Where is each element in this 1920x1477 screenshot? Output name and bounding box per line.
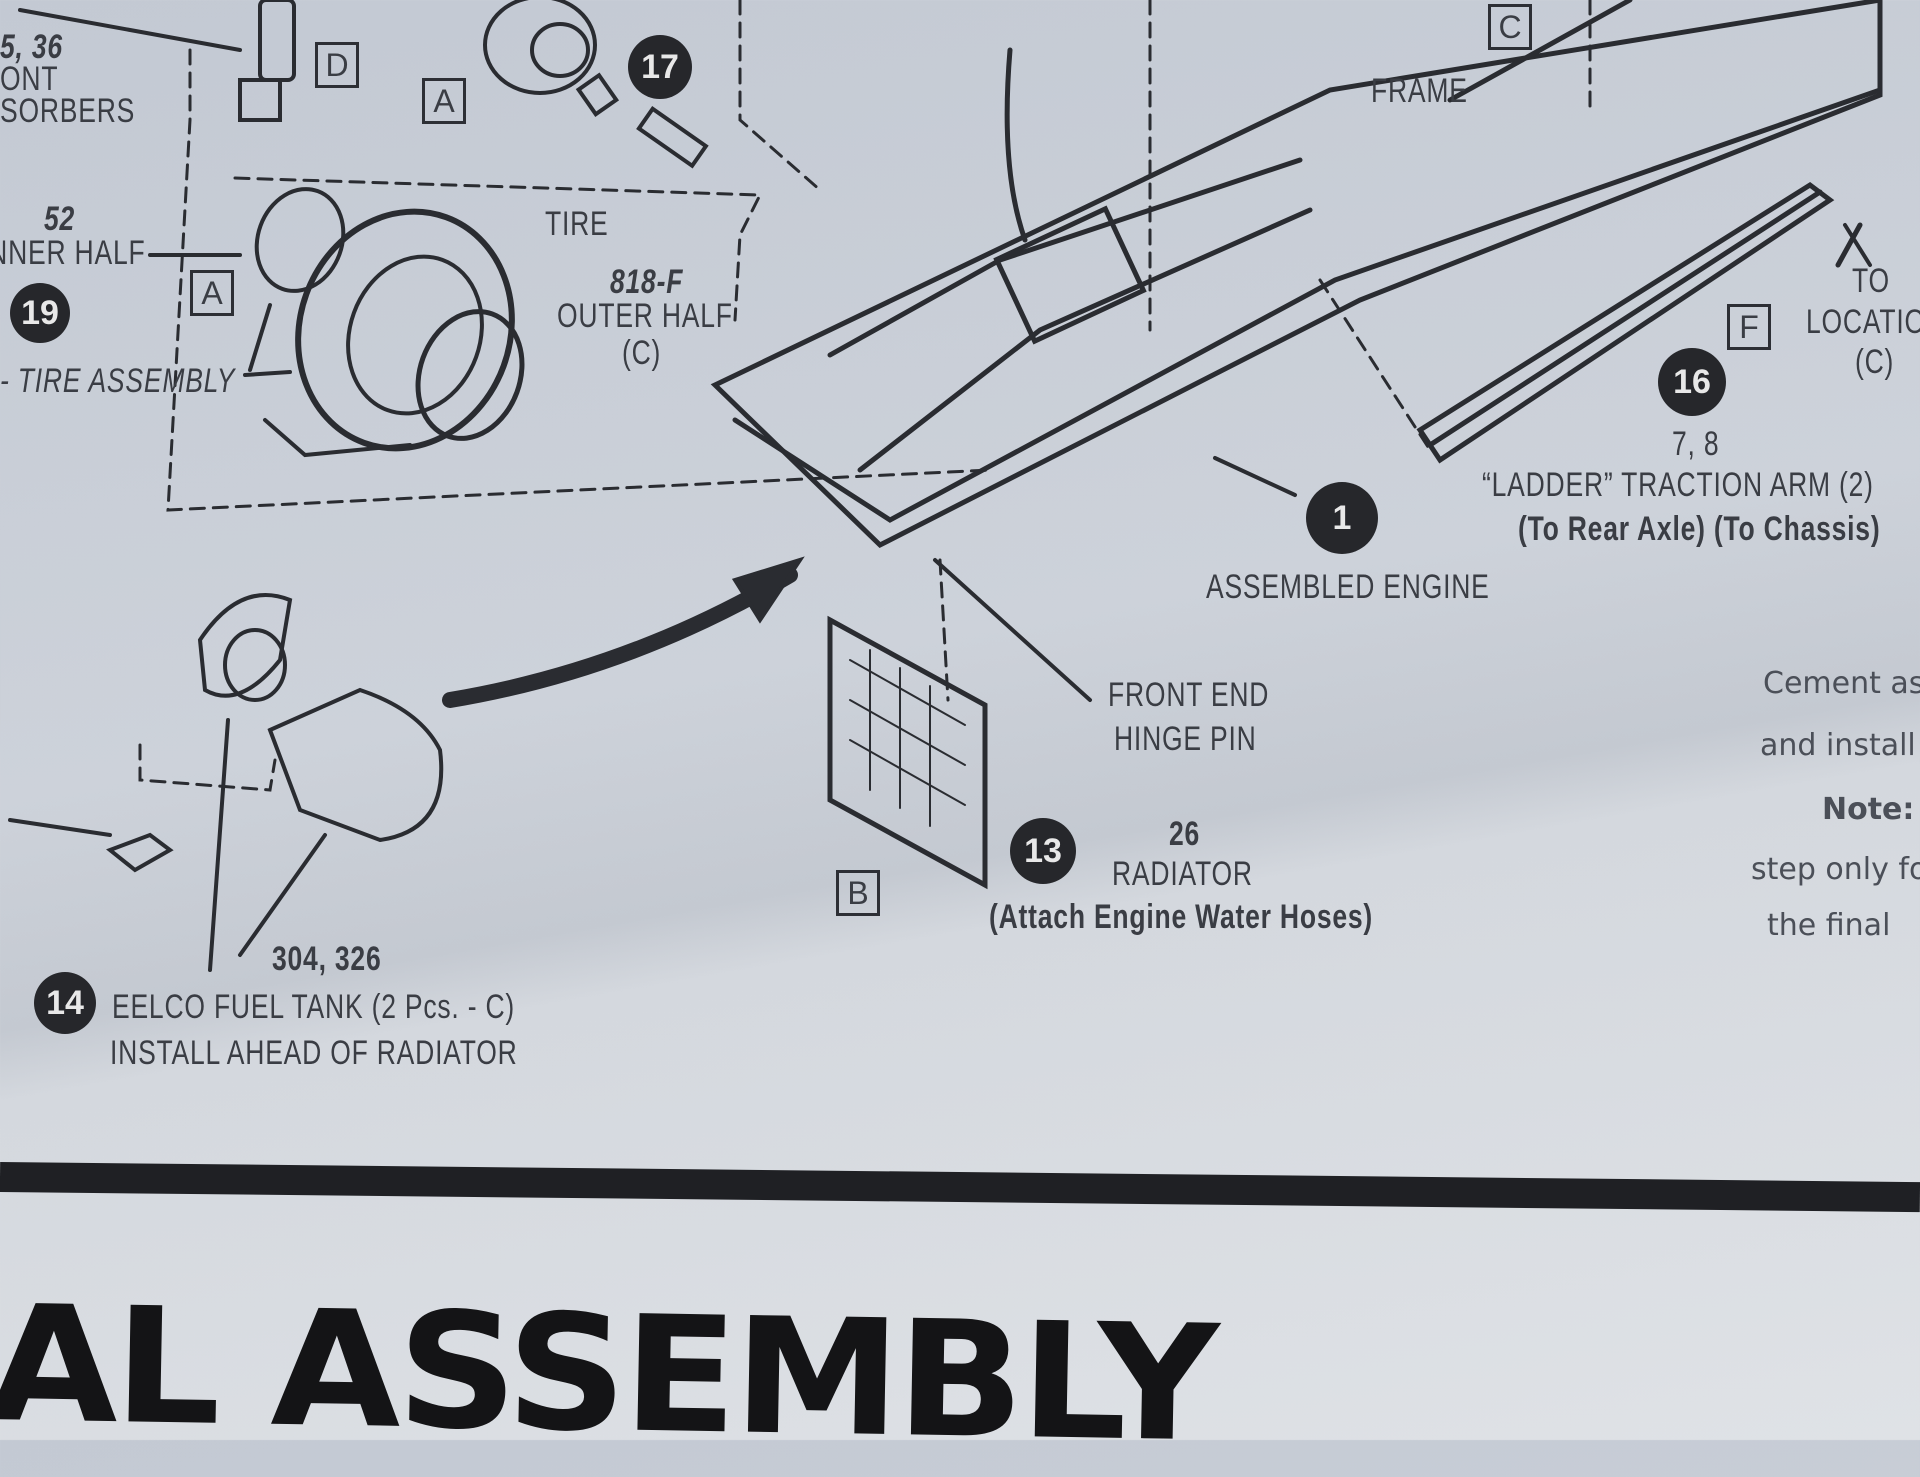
inner-half-part-number: 52 (44, 200, 76, 238)
wheel-hub-part (483, 0, 709, 169)
assembly-diagram (8, 0, 1883, 972)
tree-label-a-2: A (190, 270, 234, 316)
step-19-badge: 19 (10, 283, 70, 343)
radiator-part-number: 26 (1169, 815, 1201, 853)
step-17-badge: 17 (628, 35, 692, 99)
fuel-tank-label: EELCO FUEL TANK (2 Pcs. - C) (112, 988, 516, 1026)
inner-half-label: INNER HALF (0, 234, 146, 272)
location-tree: (C) (1855, 343, 1895, 381)
traction-arm-parts: 7, 8 (1672, 425, 1720, 463)
chassis-frame (710, 0, 1883, 549)
step-1-badge: 1 (1306, 482, 1378, 554)
dashed-guides (138, 0, 1592, 792)
step-16-badge: 16 (1658, 348, 1726, 416)
hinge-pin-label: HINGE PIN (1114, 720, 1257, 758)
instruction-note: Note: (1822, 792, 1915, 827)
shock-absorber-part (18, 0, 296, 122)
shock-label-line1: ONT (0, 60, 59, 98)
tree-label-d: D (315, 42, 359, 88)
step-14-badge: 14 (34, 972, 96, 1034)
front-end-label: FRONT END (1108, 676, 1270, 714)
outer-half-tree: (C) (622, 334, 662, 372)
tree-label-f: F (1727, 304, 1771, 350)
traction-arm-part (1416, 181, 1863, 464)
instruction-line-2: and install (1760, 728, 1916, 763)
frame-label: FRAME (1371, 72, 1468, 110)
location-label: LOCATIO (1806, 303, 1920, 341)
tree-label-c: C (1488, 4, 1532, 50)
traction-arm-label: “LADDER” TRACTION ARM (2) (1482, 466, 1874, 504)
tire-label: TIRE (545, 205, 609, 243)
outer-half-label: OUTER HALF (557, 297, 733, 335)
to-label: TO (1852, 262, 1890, 300)
tree-label-a: A (422, 78, 466, 124)
outer-half-part-number: 818-F (610, 263, 684, 301)
instruction-line-1: Cement ass (1763, 666, 1920, 701)
tire-assembly-label: - TIRE ASSEMBLY (0, 362, 236, 400)
step-13-badge: 13 (1010, 818, 1076, 884)
tire-part (148, 187, 525, 458)
fuel-tank-note: INSTALL AHEAD OF RADIATOR (110, 1034, 518, 1072)
fuel-tank-part (8, 556, 805, 972)
shock-label-line2: SORBERS (0, 92, 136, 130)
radiator-part (827, 615, 988, 890)
radiator-label: RADIATOR (1112, 855, 1253, 893)
tree-label-b: B (836, 870, 880, 916)
radiator-note: (Attach Engine Water Hoses) (989, 898, 1374, 936)
traction-arm-note: (To Rear Axle) (To Chassis) (1518, 510, 1881, 548)
assembled-engine-label: ASSEMBLED ENGINE (1206, 568, 1490, 606)
instruction-line-3: step only fo (1751, 852, 1920, 887)
instruction-line-4: the final (1767, 908, 1891, 943)
section-heading: AL ASSEMBLY (0, 1270, 1217, 1477)
fuel-tank-parts: 304, 326 (272, 940, 382, 978)
shock-parts-number: 5, 36 (0, 28, 63, 66)
